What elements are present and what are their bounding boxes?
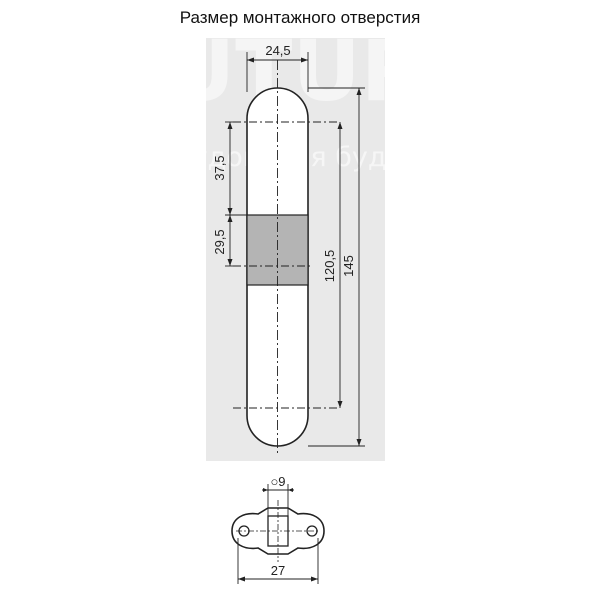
arrow: [288, 488, 293, 492]
dim-total-length: 145: [341, 255, 356, 277]
arrow: [311, 576, 318, 582]
arrow: [227, 208, 233, 215]
arrow: [227, 259, 233, 266]
arrow: [301, 57, 308, 63]
dim-top-segment: 37,5: [212, 155, 227, 180]
dim-plate-width: 27: [271, 563, 285, 578]
page-title: Размер монтажного отверстия: [179, 8, 421, 27]
arrow: [337, 122, 343, 129]
arrow: [337, 401, 343, 408]
dim-middle-segment: 29,5: [212, 229, 227, 254]
dim-hole-diameter: ○9: [270, 474, 285, 489]
dim-width-top: 24,5: [265, 43, 290, 58]
arrow: [227, 215, 233, 222]
arrow: [238, 576, 245, 582]
dim-hole-center-distance: 120,5: [322, 250, 337, 283]
arrow: [247, 57, 254, 63]
arrow: [356, 88, 362, 95]
arrow: [227, 122, 233, 129]
arrow: [356, 439, 362, 446]
arrow: [263, 488, 268, 492]
